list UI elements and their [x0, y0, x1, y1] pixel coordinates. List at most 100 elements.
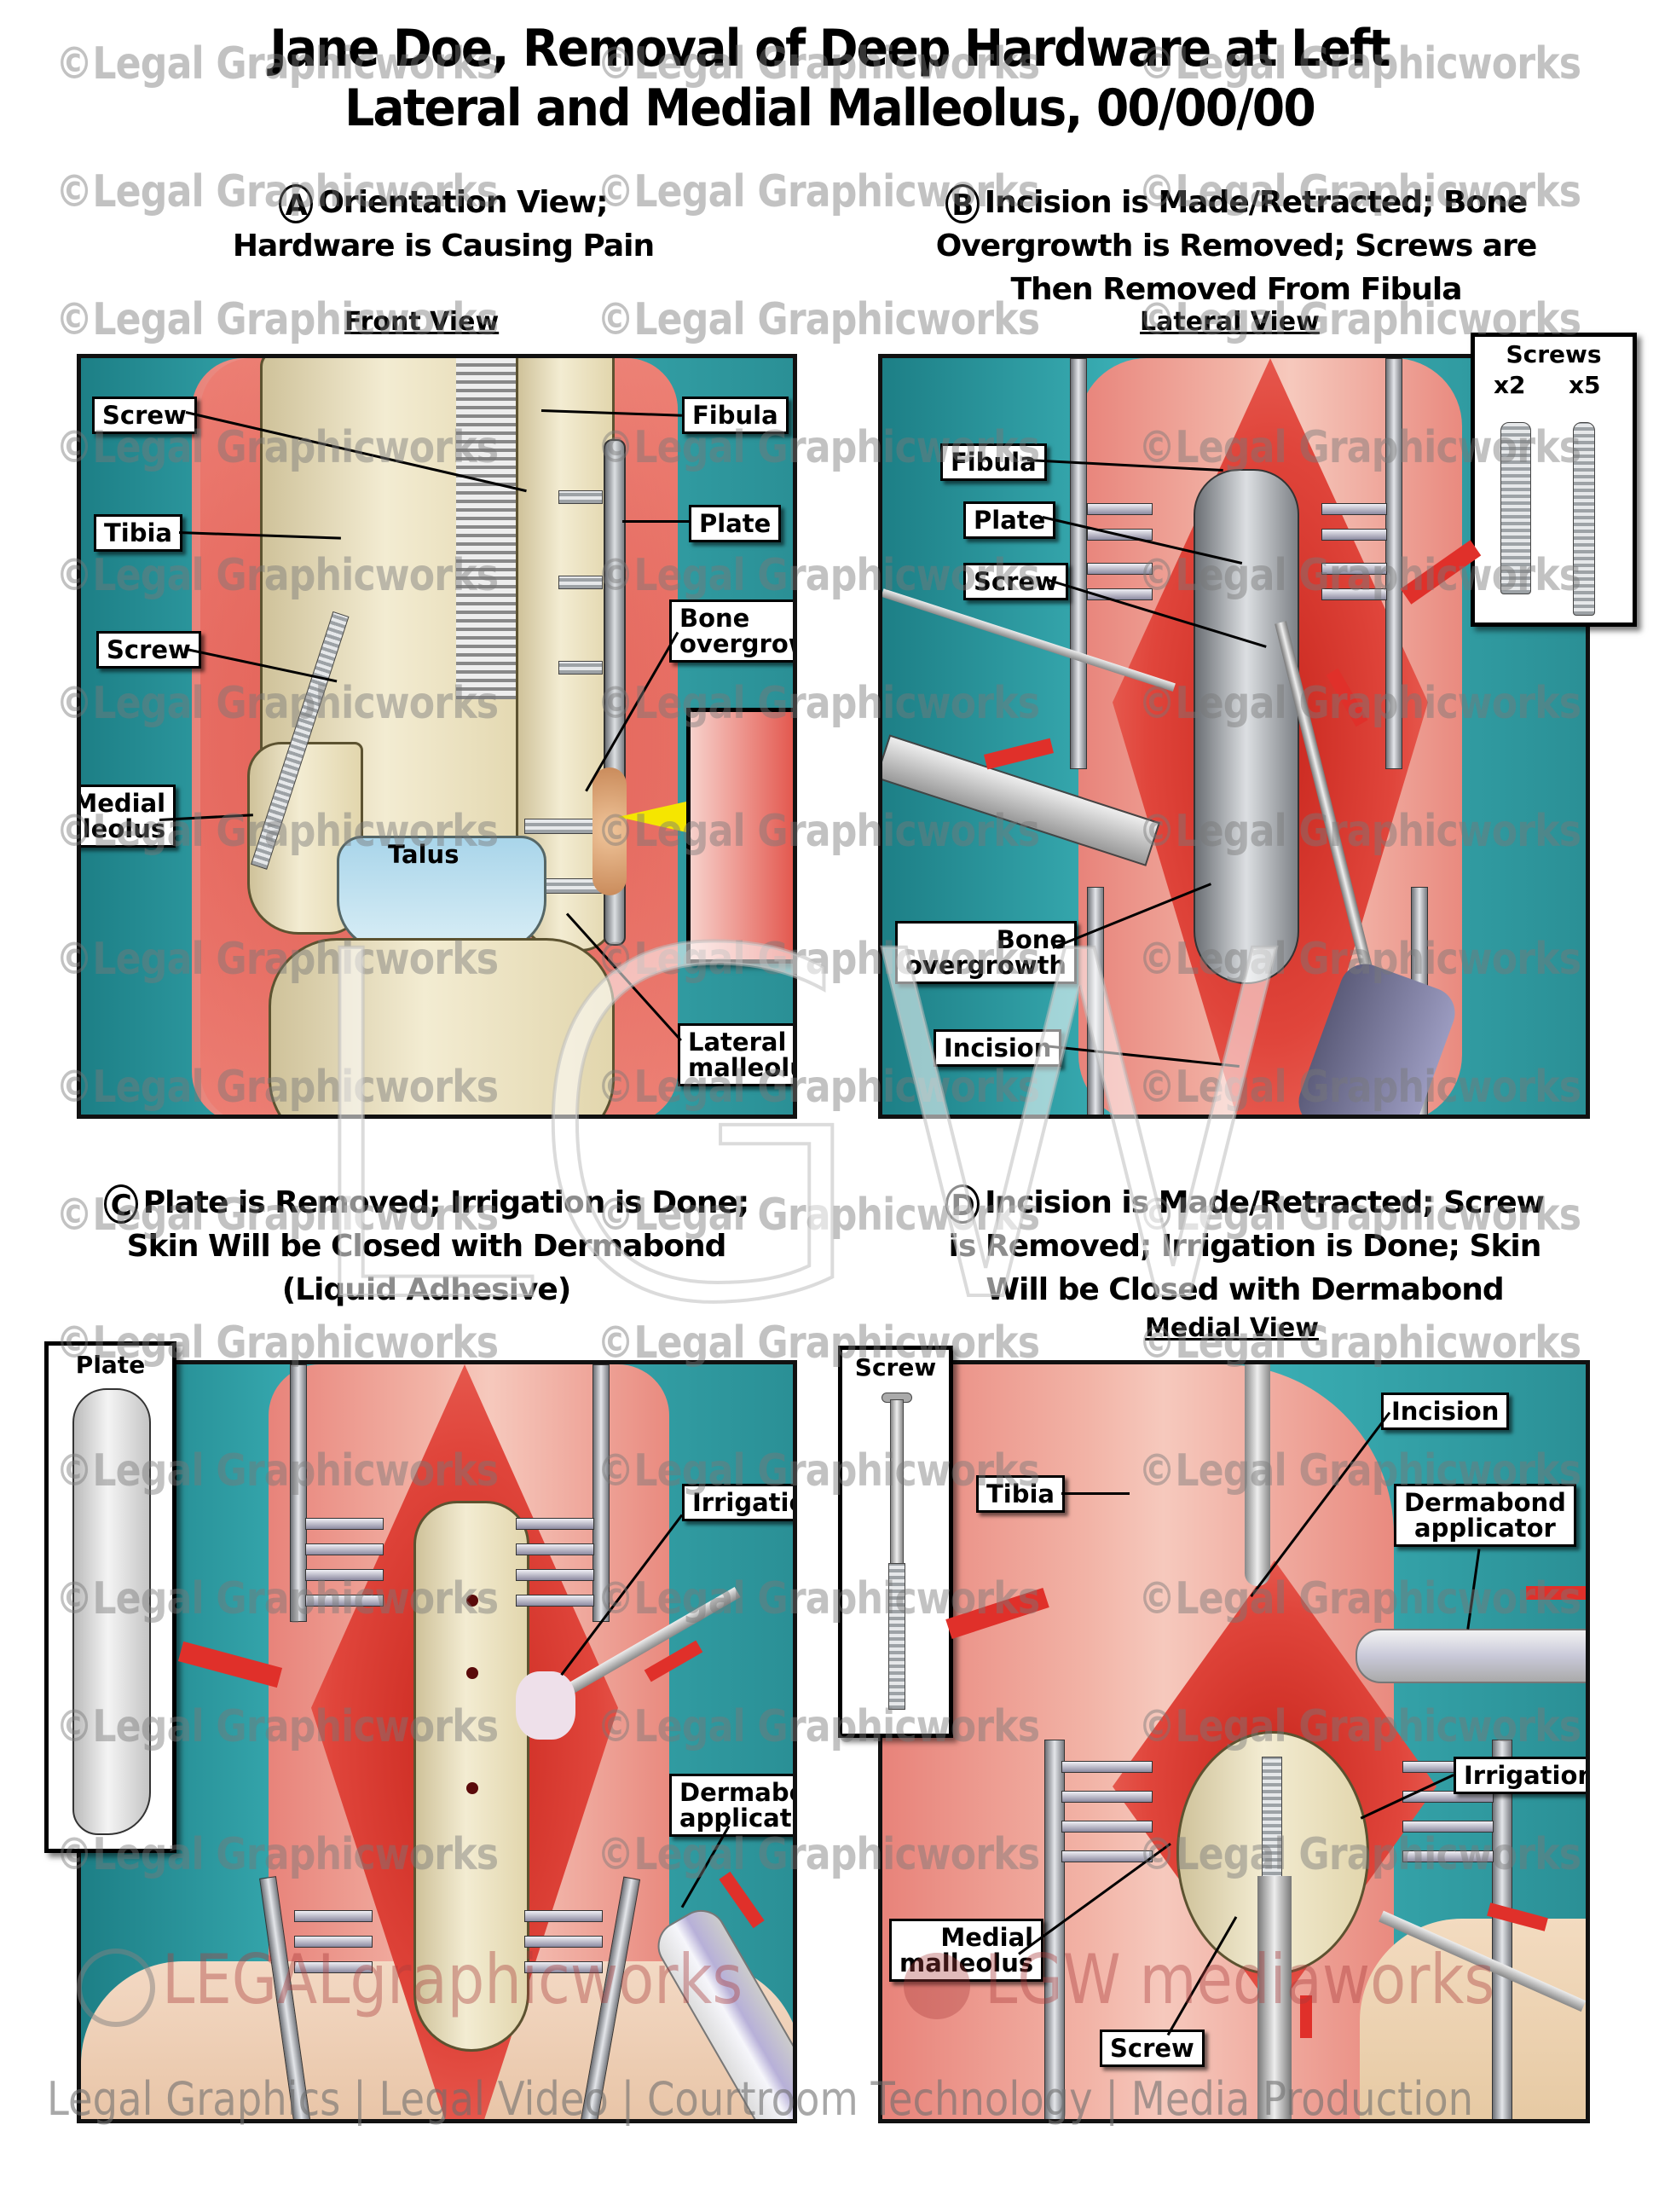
panel-c-caption-line-3: (Liquid Adhesive)	[281, 1272, 572, 1307]
retractor-rung	[1087, 503, 1153, 515]
page-title: Jane Doe, Removal of Deep Hardware at Le…	[66, 19, 1593, 138]
panel-d-view-label: Medial View	[1145, 1313, 1319, 1343]
retractor-rung	[516, 1518, 594, 1530]
interosseous-membrane	[456, 358, 516, 699]
retractor-rung	[305, 1543, 384, 1555]
label-plate: Plate	[689, 505, 782, 542]
screws-inset-title: Screws	[1506, 340, 1602, 368]
screw-thread-icon	[888, 1563, 905, 1710]
fibula-screw	[558, 661, 603, 675]
label-irrigation: Irrigation	[682, 1484, 793, 1521]
retractor-rung	[294, 1936, 373, 1948]
retractor[interactable]	[1070, 358, 1087, 769]
label-screw-top: Screw	[92, 397, 197, 434]
scalpel[interactable]	[1245, 1364, 1270, 1586]
label-screw: Screw	[1100, 2030, 1205, 2067]
retractor-rung	[305, 1518, 384, 1530]
panel-b-caption-line-2: Overgrowth is Removed; Screws are	[935, 229, 1538, 263]
retractor-rung	[524, 1961, 603, 1973]
panel-a-caption-line-1: Orientation View;	[318, 185, 608, 220]
panel-b-letter: B	[945, 184, 980, 223]
panel-c-letter: C	[103, 1184, 138, 1224]
title-line-2: Lateral and Medial Malleolus, 00/00/00	[344, 78, 1316, 138]
retractor[interactable]	[1492, 1740, 1512, 2119]
fibula-screw	[558, 576, 603, 589]
title-line-1: Jane Doe, Removal of Deep Hardware at Le…	[269, 19, 1390, 78]
retractor-rung	[294, 1910, 373, 1922]
panel-c-caption-line-2: Skin Will be Closed with Dermabond	[126, 1229, 727, 1264]
talus-bone	[337, 836, 546, 952]
panel-d-letter: D	[945, 1184, 980, 1224]
screwdriver[interactable]	[1257, 1876, 1292, 2119]
play-icon	[904, 1953, 970, 2019]
leader-line	[622, 520, 689, 523]
retractor[interactable]	[290, 1364, 307, 1622]
panel-b-view-label: Lateral View	[1140, 307, 1320, 337]
retractor-rung	[516, 1543, 594, 1555]
screw-inset-title: Screw	[854, 1353, 937, 1381]
retractor-rung	[1061, 1791, 1153, 1803]
screw-icon	[1573, 422, 1595, 616]
plate-inset: Plate	[44, 1341, 176, 1853]
retractor-rung	[294, 1961, 373, 1973]
retractor[interactable]	[592, 1364, 610, 1622]
screw-hole	[466, 1595, 478, 1607]
retractor-rung	[1402, 1821, 1494, 1833]
red-arrow-icon	[1300, 1995, 1312, 2038]
retractor-rung	[1061, 1821, 1153, 1833]
panel-d-caption-line-2: is Removed; Irrigation is Done; Skin	[948, 1229, 1542, 1264]
foot-bones	[269, 938, 615, 1115]
magnifier-icon	[77, 1949, 155, 2027]
panel-b-caption-line-1: Incision is Made/Retracted; Bone	[984, 185, 1528, 220]
retractor-rung	[524, 1936, 603, 1948]
fibula-plate	[1194, 469, 1299, 984]
panel-a-view-label: Front View	[344, 307, 500, 337]
label-incision: Incision	[934, 1029, 1062, 1067]
retractor-rung	[1061, 1761, 1153, 1773]
panel-b-caption-line-3: Then Removed From Fibula	[1010, 272, 1462, 307]
retractor-rung	[1321, 588, 1387, 600]
retractor-rung	[1321, 529, 1387, 541]
retractor-rung	[516, 1569, 594, 1581]
screw-count-short: x2	[1494, 371, 1526, 399]
screw-icon	[1500, 422, 1531, 594]
retractor[interactable]	[1087, 887, 1104, 1115]
panel-c-caption-line-1: Plate is Removed; Irrigation is Done;	[142, 1185, 750, 1220]
panel-a-caption-line-2: Hardware is Causing Pain	[232, 229, 655, 263]
screw-hole	[466, 1667, 478, 1679]
retractor-rung	[1321, 503, 1387, 515]
dermabond-applicator-device[interactable]	[1356, 1629, 1586, 1683]
retractor-rung	[305, 1595, 384, 1607]
watermark-logo-left: LEGALgraphicworks	[162, 1940, 743, 2019]
label-screw-mid: Screw	[96, 631, 201, 669]
label-fibula: Fibula	[940, 443, 1047, 481]
fibula-screw	[558, 490, 603, 504]
irrigation-fluid	[516, 1671, 575, 1740]
red-arrow-icon	[1526, 1586, 1586, 1600]
label-tibia: Tibia	[976, 1475, 1065, 1513]
watermark-footer: Legal Graphics | Legal Video | Courtroom…	[47, 2072, 1474, 2126]
label-fibula: Fibula	[682, 397, 789, 434]
retractor-rung	[524, 1910, 603, 1922]
screws-inset: Screws x2 x5	[1471, 333, 1637, 627]
screw-count-long: x5	[1569, 371, 1601, 399]
screw-hole	[466, 1782, 478, 1794]
label-talus: Talus	[388, 840, 460, 869]
screw-inset: Screw	[838, 1346, 953, 1738]
watermark-logo-right: LGW mediaworks	[985, 1940, 1495, 2019]
retractor-rung	[305, 1569, 384, 1581]
retractor-rung	[1087, 563, 1153, 575]
label-incision: Incision	[1381, 1393, 1510, 1430]
retractor[interactable]	[1385, 358, 1402, 769]
panel-d-caption-line-1: Incision is Made/Retracted; Screw	[985, 1185, 1545, 1220]
retractor-rung	[1061, 1850, 1153, 1862]
